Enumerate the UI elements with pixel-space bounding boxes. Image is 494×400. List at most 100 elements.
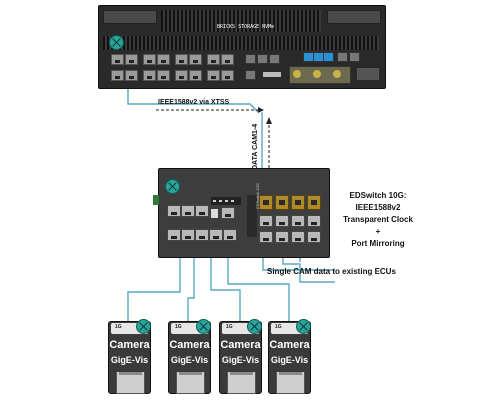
storage-port [157,70,170,81]
sfp-slot [269,54,280,64]
storage-port [221,54,234,65]
status-led [213,200,216,202]
storage-port [157,54,170,65]
camera-top-plate [222,323,259,334]
storage-port [207,70,220,81]
storage-port [189,54,202,65]
camera-lens [116,372,145,394]
sfp-slot [349,52,360,62]
camera-top-plate [271,323,308,334]
caption-line: Transparent Clock [343,215,413,224]
camera-top-plate [171,323,208,334]
storage-port [125,54,138,65]
camera-subtitle: GigE-Vis [270,355,309,365]
data-link-label: DATA CAM1-4 [252,123,259,170]
camera-cable-3 [210,240,241,322]
brand-logo-icon [247,319,262,334]
camera-4: 1G Camera GigE-Vis [268,319,311,394]
brand-logo-icon [165,179,180,194]
brand-logo-icon [296,319,311,334]
storage-port [207,54,220,65]
camera-title: Camera [169,339,210,351]
rail-handle-right [327,10,381,24]
edswitch-device: EDSwitch 10G [153,168,330,258]
storage-port [221,70,234,81]
camera-subtitle: GigE-Vis [170,355,209,365]
display-strip [263,72,281,77]
storage-port [125,70,138,81]
camera-subtitle: GigE-Vis [110,355,149,365]
switch-port [275,215,289,227]
storage-port [143,70,156,81]
front-vent [103,36,379,50]
top-vent [161,10,321,32]
camera-lens [176,372,205,394]
switch-port [307,231,321,243]
camera-1: 1G Camera GigE-Vis [108,319,151,394]
sfp-port-10g [291,195,305,210]
ptp-cable-line [127,86,259,113]
camera-speed-tag: 1G [275,324,282,330]
power-inlet [357,68,379,80]
camera-speed-tag: 1G [226,324,233,330]
switch-port [195,229,209,241]
camera-speed-tag: 1G [175,324,182,330]
camera-cable-1 [127,240,181,322]
storage-port [175,54,188,65]
storage-port [175,70,188,81]
camera-cable-2 [187,240,195,322]
sfp-port-10g [275,195,289,210]
camera-3: 1G Camera GigE-Vis [219,319,262,394]
storage-port [143,54,156,65]
brand-logo-icon [196,319,211,334]
switch-port [195,205,209,217]
caption-line: Port Mirroring [351,239,405,248]
status-led [225,200,228,202]
storage-port [111,70,124,81]
ptp-link-label: IEEE1588v2 via XTSS [158,99,230,106]
switch-port [291,215,305,227]
camera-lens [227,372,256,394]
data-arrow-head [266,117,272,124]
switch-port [209,229,223,241]
caption-line: IEEE1588v2 [355,203,401,212]
switch-port [221,207,235,219]
storage-unit: BRICKS STORAGE NVMe [98,5,386,89]
sfp-slot [257,54,268,64]
switch-port [223,229,237,241]
camera-title: Camera [269,339,310,351]
camera-cable-4 [227,240,290,322]
camera-2: 1G Camera GigE-Vis [168,319,211,394]
switch-port [291,231,305,243]
sfp-slot [245,70,256,80]
usb-port [323,52,334,62]
mirror-label: Single CAM data to existing ECUs [267,267,396,276]
switch-port [167,229,181,241]
coax-connector-icon [313,70,321,78]
sfp-port-10g [307,195,321,210]
brand-logo-icon [136,319,151,334]
ptp-arrow-head [258,107,264,113]
caption-line: EDSwitch 10G: [349,191,407,200]
coax-connector-icon [333,70,341,78]
camera-subtitle: GigE-Vis [221,355,260,365]
camera-lens [276,372,305,394]
camera-title: Camera [220,339,261,351]
switch-port [181,205,195,217]
side-label-plate [247,195,257,237]
sfp-port-10g [259,195,273,210]
switch-port [167,205,181,217]
switch-port [307,215,321,227]
rail-handle-left [103,10,157,24]
coax-connector-icon [293,70,301,78]
sfp-slot [337,52,348,62]
switch-port [181,229,195,241]
status-led [231,200,234,202]
storage-port [189,70,202,81]
storage-title: BRICKS STORAGE NVMe [217,24,275,30]
switch-port [259,231,273,243]
power-terminal [153,195,159,205]
brand-logo-icon [109,35,124,50]
sfp-slot [245,54,256,64]
caption-line: + [375,227,381,236]
